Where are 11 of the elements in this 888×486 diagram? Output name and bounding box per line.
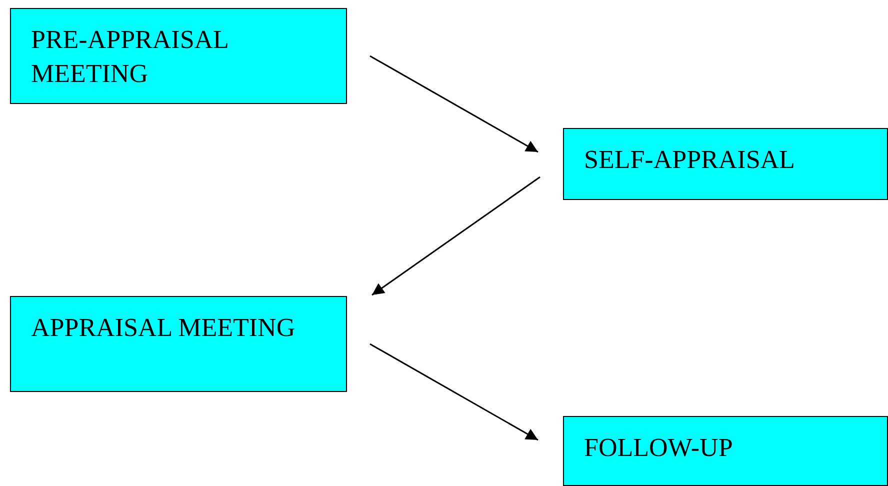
- box-label: PRE-APPRAISAL MEETING: [31, 24, 229, 90]
- box-label: APPRAISAL MEETING: [31, 312, 296, 344]
- arrow: [370, 55, 538, 153]
- process-box: [10, 8, 347, 104]
- arrow: [370, 343, 538, 441]
- process-box: [563, 416, 888, 486]
- box-label: FOLLOW-UP: [584, 432, 734, 464]
- process-box: [563, 128, 888, 200]
- arrow: [372, 176, 540, 296]
- process-box: [10, 296, 347, 392]
- box-label: SELF-APPRAISAL: [584, 144, 796, 176]
